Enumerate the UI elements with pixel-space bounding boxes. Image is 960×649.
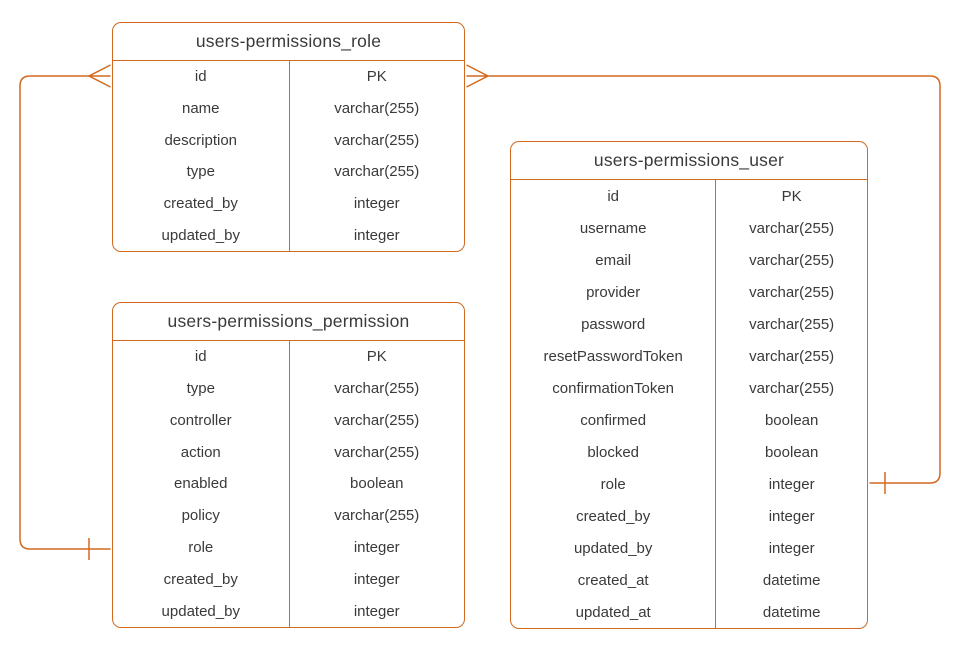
field-name: controller — [169, 411, 232, 429]
field-type: integer — [768, 507, 815, 525]
field-type: varchar(255) — [749, 251, 835, 269]
entity-table-users-permissions-permission[interactable]: users-permissions_permission id type contr… — [112, 302, 465, 628]
table-title: users-permissions_role — [113, 23, 464, 61]
field-type: integer — [768, 539, 815, 557]
field-type: varchar(255) — [334, 443, 420, 461]
field-type: varchar(255) — [334, 411, 420, 429]
field-type: integer — [353, 602, 400, 620]
column-field-names: id name description type created_by updated_b… — [113, 61, 289, 251]
field-name: enabled — [174, 475, 228, 493]
field-type: boolean — [350, 475, 404, 493]
field-name: updated_by — [161, 602, 240, 620]
field-type: varchar(255) — [334, 99, 420, 117]
connector-role-to-permission[interactable] — [19, 64, 111, 560]
field-type: integer — [353, 539, 400, 557]
field-name: password — [581, 315, 646, 333]
field-name: created_at — [577, 571, 649, 589]
table-body: id name description type created_by updated_b… — [113, 61, 464, 251]
table-title: users-permissions_permission — [113, 303, 464, 341]
field-type: boolean — [764, 411, 819, 429]
field-type: boolean — [764, 443, 819, 461]
field-type: integer — [768, 475, 815, 493]
field-name: updated_at — [575, 603, 651, 621]
field-type: varchar(255) — [749, 379, 835, 397]
entity-table-users-permissions-user[interactable]: users-permissions_user id username email pr… — [510, 141, 868, 629]
field-name: created_by — [163, 194, 238, 212]
column-field-types: PK varchar(255) varchar(255) varchar(255) bo… — [288, 341, 465, 627]
field-type: varchar(255) — [334, 131, 420, 149]
table-body: id type controller action enabled policy role c… — [113, 341, 464, 627]
field-type: PK — [366, 348, 387, 366]
field-name: blocked — [587, 443, 640, 461]
field-name: id — [194, 348, 207, 366]
field-name: confirmed — [580, 411, 647, 429]
field-name: created_by — [163, 570, 238, 588]
field-name: type — [186, 163, 215, 181]
field-type: datetime — [762, 571, 821, 589]
field-type: PK — [366, 68, 387, 86]
field-type: varchar(255) — [749, 283, 835, 301]
field-name: description — [164, 131, 238, 149]
table-title: users-permissions_user — [511, 142, 867, 180]
field-type: varchar(255) — [334, 380, 420, 398]
connector-role-permission-line — [19, 75, 111, 550]
field-type: PK — [781, 187, 802, 205]
field-name: id — [194, 68, 207, 86]
field-type: varchar(255) — [749, 347, 835, 365]
field-name: resetPasswordToken — [543, 347, 683, 365]
field-name: updated_by — [573, 539, 653, 557]
entity-table-users-permissions-role[interactable]: users-permissions_role id name description… — [112, 22, 465, 252]
field-type: varchar(255) — [334, 163, 420, 181]
field-type: varchar(255) — [334, 507, 420, 525]
field-name: policy — [181, 507, 220, 525]
field-name: username — [579, 219, 647, 237]
field-name: role — [188, 539, 214, 557]
field-name: updated_by — [161, 226, 240, 244]
column-field-names: id username email provider password resetPass… — [511, 180, 715, 628]
field-type: varchar(255) — [749, 315, 835, 333]
field-name: confirmationToken — [552, 379, 675, 397]
field-name: role — [600, 475, 626, 493]
field-name: provider — [586, 283, 641, 301]
crows-foot-many-icon — [466, 64, 490, 88]
field-name: action — [180, 443, 221, 461]
field-type: integer — [353, 570, 400, 588]
column-field-types: PK varchar(255) varchar(255) varchar(255) va… — [715, 180, 867, 628]
field-type: varchar(255) — [749, 219, 835, 237]
field-name: id — [607, 187, 620, 205]
field-name: name — [181, 99, 220, 117]
field-type: integer — [353, 226, 400, 244]
field-name: type — [186, 380, 215, 398]
field-type: integer — [353, 194, 400, 212]
field-type: datetime — [762, 603, 821, 621]
field-name: created_by — [576, 507, 651, 525]
column-field-names: id type controller action enabled policy role c… — [113, 341, 289, 627]
field-name: email — [595, 251, 632, 269]
table-body: id username email provider password resetPass… — [511, 180, 867, 628]
column-field-types: PK varchar(255) varchar(255) varchar(255) in… — [288, 61, 465, 251]
crows-foot-many-icon — [87, 64, 111, 88]
